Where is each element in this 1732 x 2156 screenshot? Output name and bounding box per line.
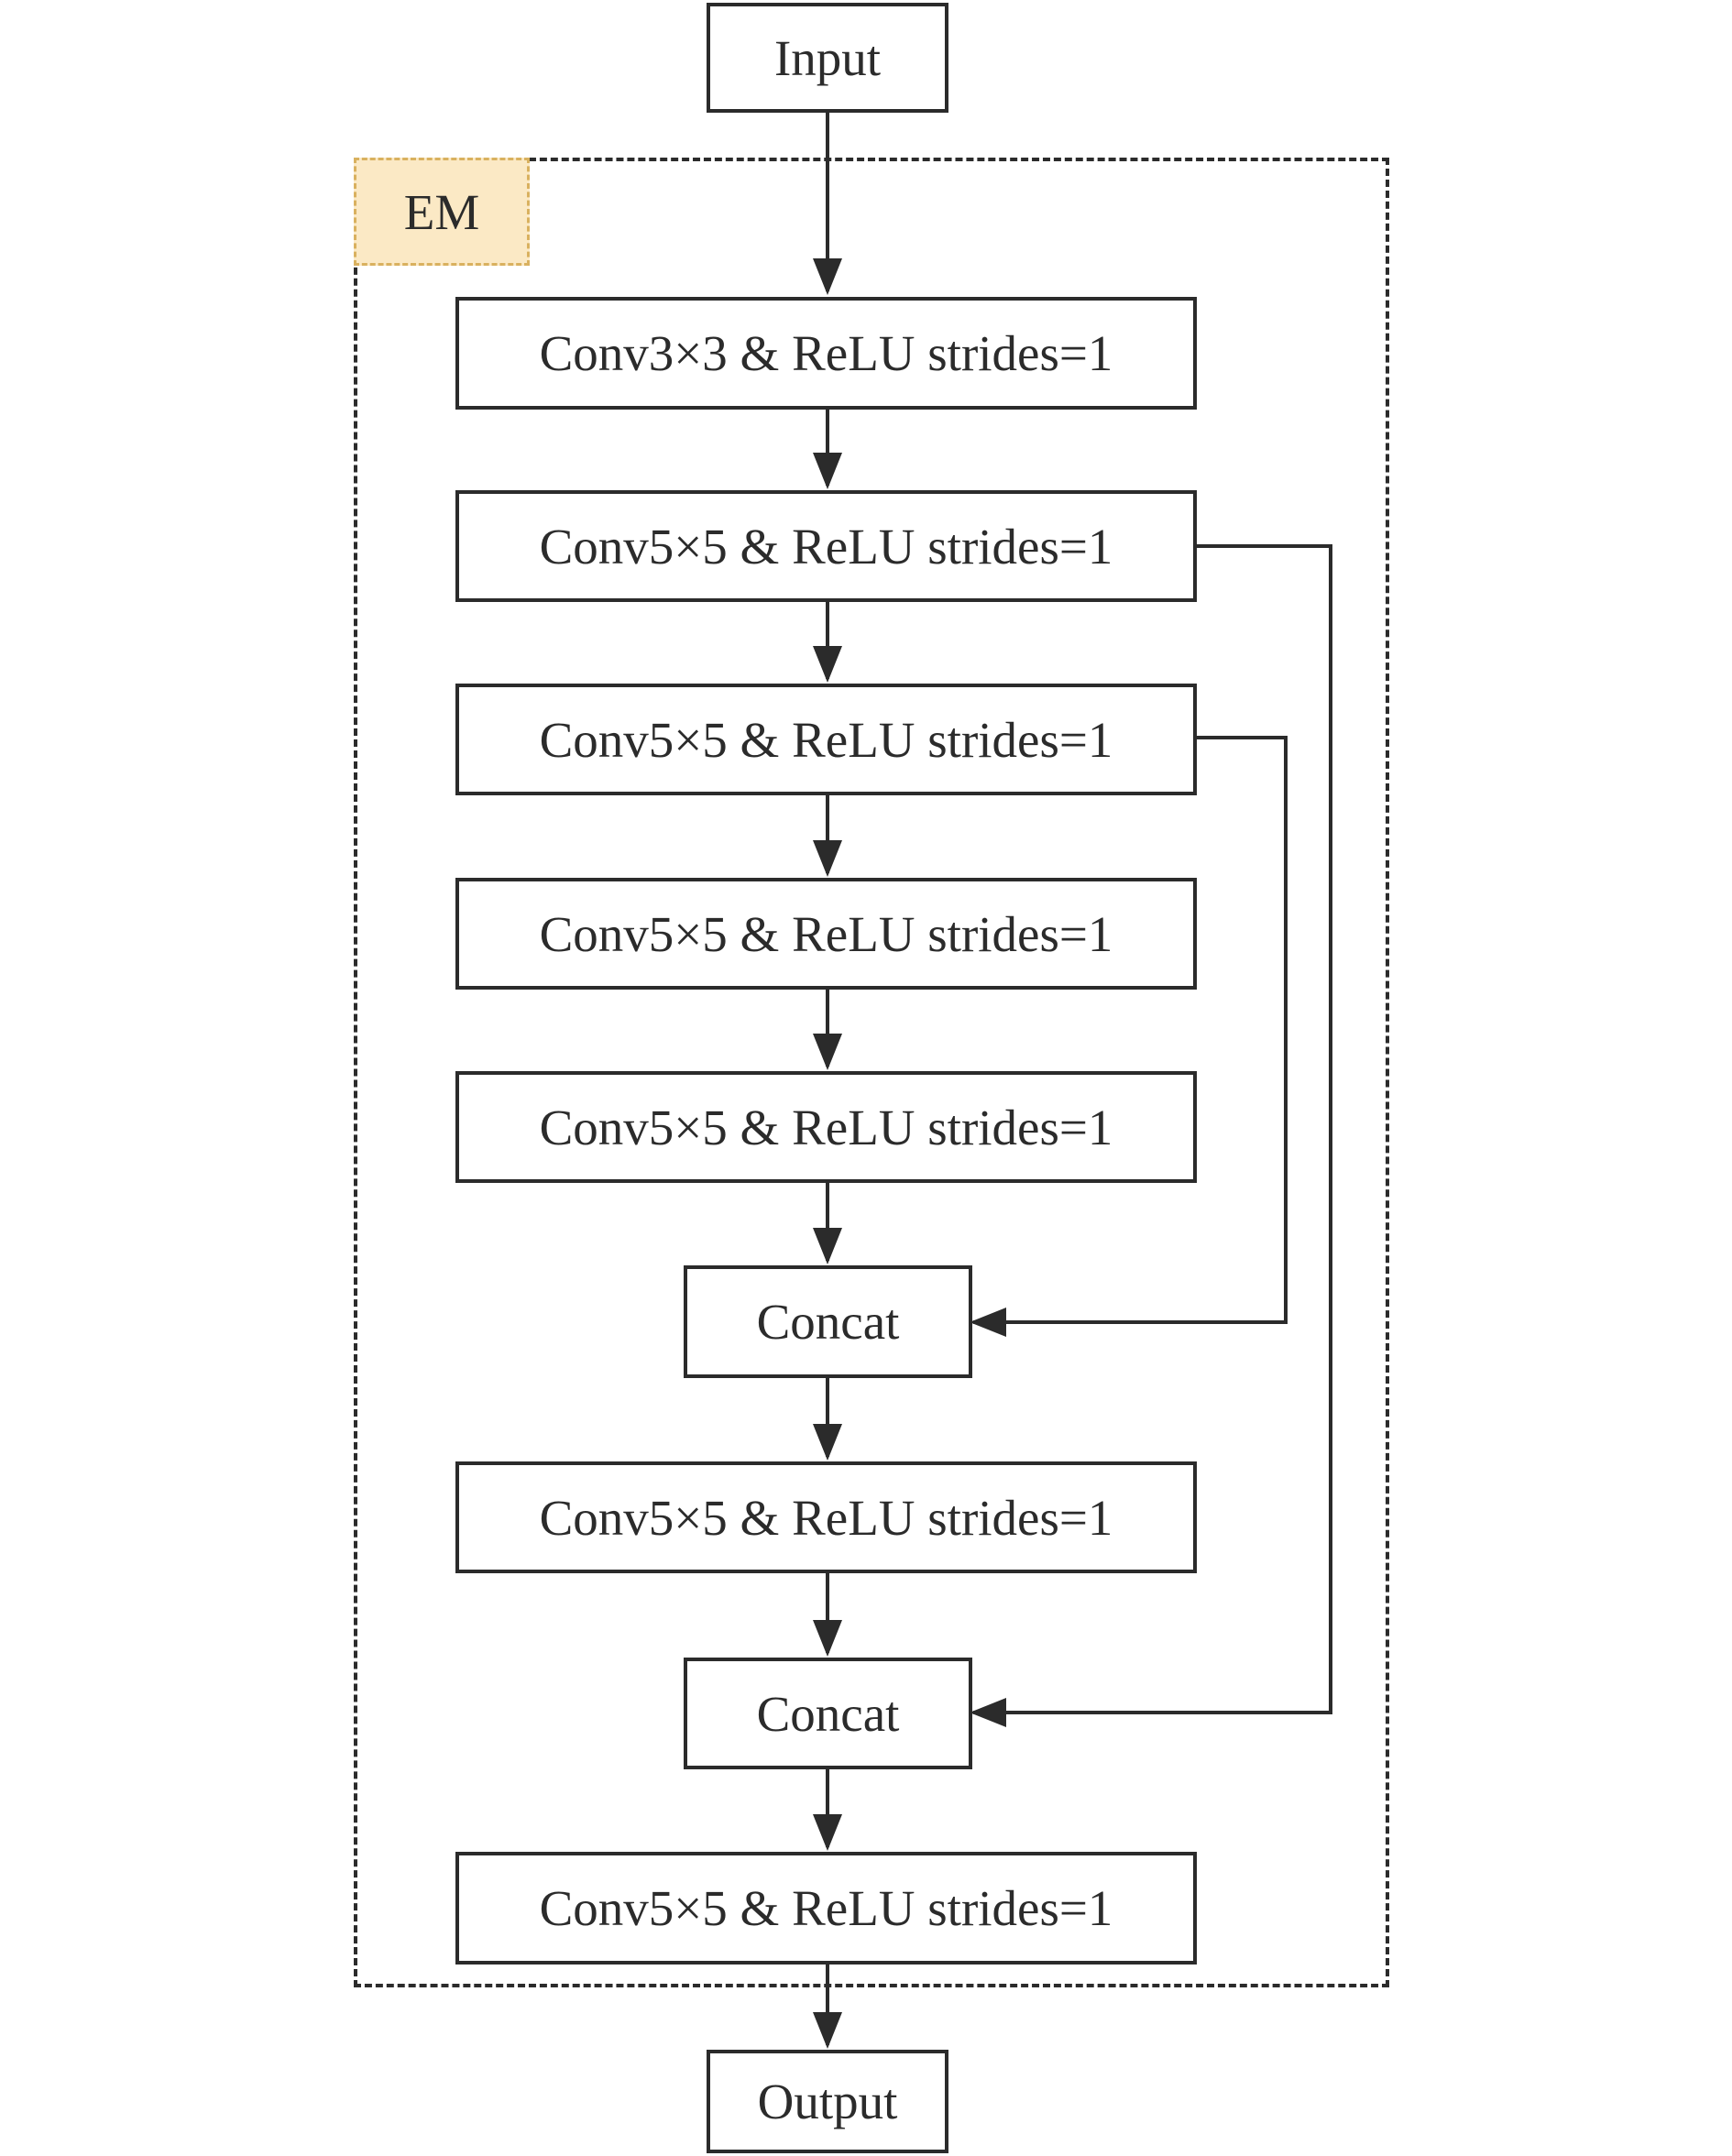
conv4-node: Conv5×5 & ReLU strides=1 <box>455 878 1197 990</box>
edge-conv2-to-concat2 <box>970 544 1332 1727</box>
em-module-frame <box>354 158 1389 1987</box>
edge-conv3-to-concat1 <box>970 736 1288 1337</box>
conv2-node: Conv5×5 & ReLU strides=1 <box>455 490 1197 602</box>
concat1-node: Concat <box>684 1265 972 1378</box>
conv7-node: Conv5×5 & ReLU strides=1 <box>455 1852 1197 1964</box>
concat2-node: Concat <box>684 1658 972 1769</box>
input-node: Input <box>707 3 948 113</box>
conv5-node: Conv5×5 & ReLU strides=1 <box>455 1071 1197 1183</box>
em-module-label: EM <box>354 158 530 266</box>
conv6-node: Conv5×5 & ReLU strides=1 <box>455 1461 1197 1573</box>
conv1-node: Conv3×3 & ReLU strides=1 <box>455 297 1197 410</box>
output-node: Output <box>707 2050 948 2153</box>
conv3-node: Conv5×5 & ReLU strides=1 <box>455 684 1197 795</box>
